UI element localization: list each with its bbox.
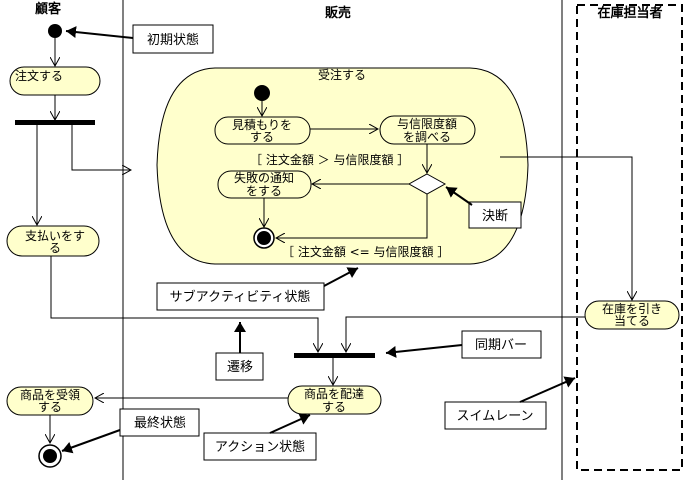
callout-decision-box bbox=[468, 201, 522, 229]
action-order-label: 注文する bbox=[15, 68, 63, 83]
callout-initial-state-pointer bbox=[65, 26, 134, 39]
lane-title-inventory: 在庫担当者 bbox=[597, 5, 662, 21]
transition-decision-to-sub-final bbox=[276, 194, 428, 238]
final-state-core bbox=[43, 449, 57, 463]
action-deliver-label-2: する bbox=[322, 400, 346, 414]
callout-final-state: 最終状態 bbox=[134, 415, 186, 431]
callout-initial-state: 初期状態 bbox=[147, 32, 199, 48]
lane-title-customer: 顧客 bbox=[35, 1, 62, 17]
action-estimate-label-1: 見積もりを bbox=[232, 117, 292, 132]
callout-action-state: アクション状態 bbox=[215, 439, 305, 455]
callout-transition-box bbox=[215, 352, 264, 381]
subactivity-title: 受注する bbox=[318, 67, 366, 82]
lane-title-sales: 販売 bbox=[325, 5, 351, 21]
action-check-credit-label-1: 与信限度額 bbox=[397, 116, 457, 131]
callout-action-state-pointer bbox=[269, 413, 311, 434]
transition-allocate-to-join bbox=[346, 316, 585, 352]
sub-final-state-core bbox=[257, 231, 271, 245]
action-notify-failure-label-2: をする bbox=[246, 184, 282, 198]
action-allocate-stock bbox=[584, 300, 680, 330]
action-estimate-label-2: する bbox=[250, 130, 274, 144]
transition-pay-to-join bbox=[50, 256, 318, 352]
callout-final-state-pointer bbox=[61, 429, 121, 454]
callout-swimlane-box bbox=[444, 401, 547, 430]
callout-final-state-box bbox=[119, 408, 200, 437]
callout-swimlane: スイムレーン bbox=[456, 409, 533, 424]
sub-initial-state bbox=[254, 85, 270, 101]
callout-sync-bar-pointer bbox=[385, 344, 463, 358]
callout-sync-bar: 同期バー bbox=[475, 338, 527, 353]
callout-subactivity-pointer bbox=[323, 267, 359, 287]
inventory-lane-frame bbox=[576, 4, 683, 471]
action-allocate-stock-label-2: 当てる bbox=[614, 314, 650, 328]
guard-over-limit: ［ 注文金額 ＞ 与信限度額 ］ bbox=[250, 152, 409, 167]
action-receive-label-1: 商品を受領 bbox=[20, 387, 80, 402]
callout-transition: 遷移 bbox=[227, 360, 253, 375]
action-deliver-label-1: 商品を配達 bbox=[304, 386, 364, 401]
fork-bar bbox=[15, 120, 95, 125]
action-estimate bbox=[214, 116, 311, 145]
callout-subactivity-box bbox=[156, 282, 325, 311]
join-bar bbox=[294, 353, 375, 358]
action-allocate-stock-label-1: 在庫を引き bbox=[602, 302, 662, 316]
callout-sync-bar-box bbox=[461, 330, 542, 359]
callout-decision-pointer bbox=[445, 186, 473, 206]
initial-state bbox=[48, 24, 62, 38]
action-notify-failure-label-1: 失敗の通知 bbox=[234, 170, 294, 185]
guard-within-limit: ［ 注文金額 <= 与信限度額 ］ bbox=[282, 244, 449, 259]
callout-action-state-box bbox=[203, 432, 317, 461]
action-deliver bbox=[287, 385, 382, 415]
callout-subactivity-state: サブアクティビティ状態 bbox=[170, 289, 311, 305]
action-pay-label-1: 支払いをす bbox=[25, 229, 85, 243]
action-receive-label-2: する bbox=[38, 400, 62, 414]
action-pay-label-2: る bbox=[49, 241, 61, 255]
callout-swimlane-pointer bbox=[519, 376, 576, 403]
callout-decision: 決断 bbox=[482, 209, 508, 224]
callout-initial-state-box bbox=[132, 24, 214, 54]
transition-fork-to-subactivity bbox=[71, 125, 131, 170]
action-check-credit-label-2: を調べる bbox=[403, 130, 451, 144]
transition-subactivity-to-allocate bbox=[500, 156, 632, 300]
action-pay bbox=[6, 225, 100, 257]
